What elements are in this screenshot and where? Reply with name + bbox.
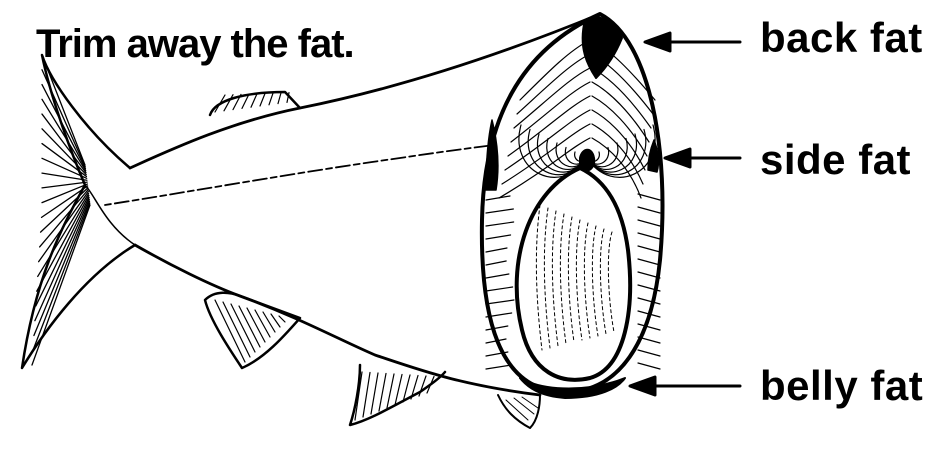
steak-cross-section (482, 14, 663, 398)
side-fat-region-right (648, 140, 658, 172)
tail-fin (22, 55, 135, 368)
pelvic-fin (205, 293, 300, 368)
arrow-belly-fat (630, 377, 740, 395)
belly-striations (536, 205, 614, 350)
instruction-title: Trim away the fat. (36, 22, 354, 67)
steak-outline (482, 14, 663, 392)
label-belly-fat: belly fat (760, 362, 923, 410)
label-back-fat: back fat (760, 14, 923, 62)
arrow-back-fat (645, 33, 740, 51)
label-side-fat: side fat (760, 136, 911, 184)
small-lower-fin (498, 395, 540, 428)
belly-cavity (517, 168, 630, 380)
arrow-side-fat (665, 149, 740, 167)
